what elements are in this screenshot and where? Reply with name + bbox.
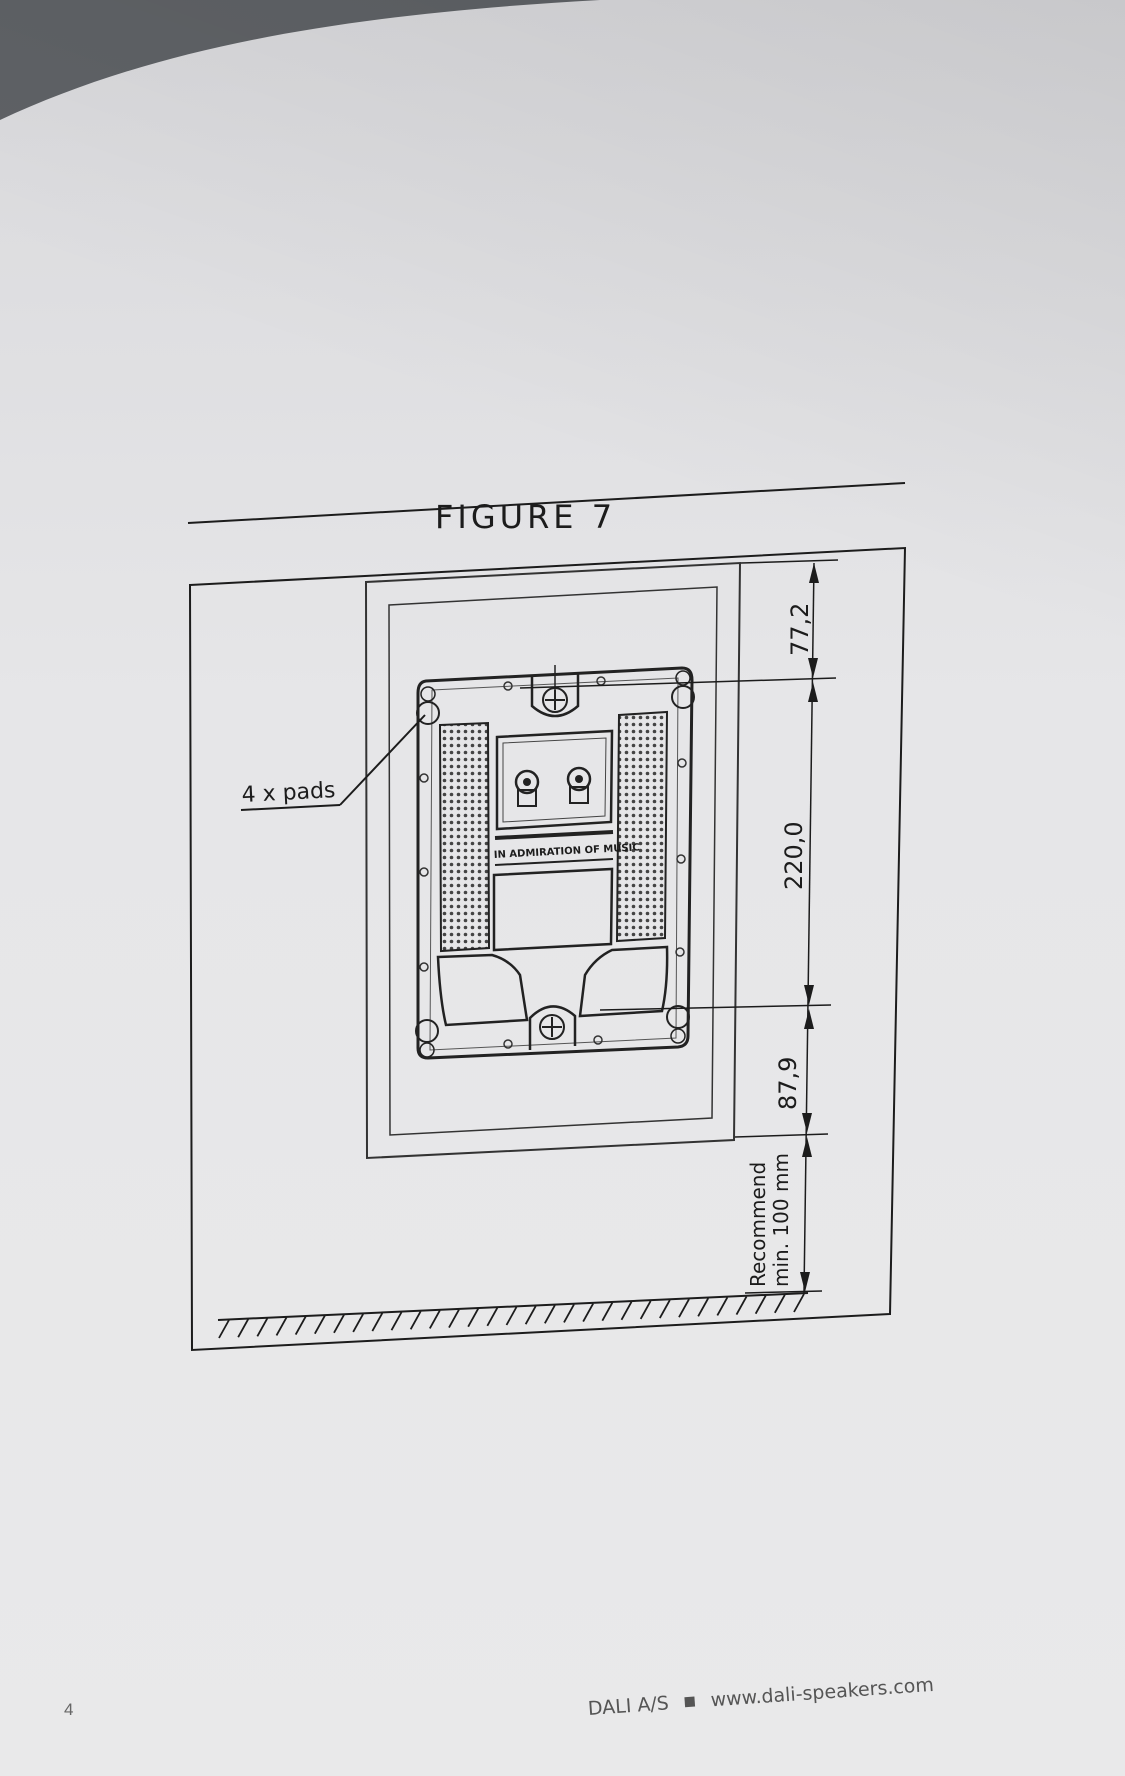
pad-top-left bbox=[416, 701, 440, 725]
terminal-panel bbox=[495, 729, 614, 831]
hatch-mark bbox=[467, 1308, 479, 1328]
hatch-mark bbox=[524, 1305, 537, 1325]
title-rule bbox=[187, 482, 906, 524]
hatch-mark bbox=[639, 1300, 652, 1320]
hatch-mark bbox=[582, 1303, 594, 1322]
hatch-mark bbox=[563, 1303, 575, 1323]
hatch-mark bbox=[390, 1311, 403, 1331]
callout-leader bbox=[339, 714, 426, 806]
terminal-positive-icon bbox=[566, 766, 592, 792]
label-line bbox=[494, 830, 614, 840]
right-vent-grille bbox=[615, 710, 669, 943]
hatch-mark bbox=[256, 1317, 269, 1337]
hatch-mark bbox=[218, 1319, 230, 1339]
callout-rule bbox=[240, 804, 341, 811]
speaker-back-plate bbox=[415, 665, 695, 1060]
pad-bottom-right bbox=[666, 1005, 690, 1029]
hatch-mark bbox=[793, 1293, 805, 1313]
hatch-mark bbox=[429, 1310, 441, 1329]
hatch-mark bbox=[486, 1307, 499, 1327]
pad-bottom-left bbox=[415, 1019, 439, 1043]
hatch-mark bbox=[505, 1306, 518, 1326]
terminal-negative-icon bbox=[514, 769, 540, 795]
bracket-inner bbox=[388, 586, 718, 1136]
hatch-mark bbox=[275, 1316, 288, 1336]
floor-hatching bbox=[217, 1292, 809, 1339]
hatch-mark bbox=[544, 1304, 556, 1324]
hatch-mark bbox=[448, 1309, 460, 1329]
serial-label-plate bbox=[492, 867, 614, 952]
hatch-mark bbox=[716, 1297, 729, 1316]
dimension-lines bbox=[519, 559, 839, 1294]
hatch-mark bbox=[678, 1298, 690, 1318]
hatch-mark bbox=[352, 1313, 364, 1333]
recommend-min-text: min. 100 mm bbox=[769, 1153, 793, 1287]
label-underline bbox=[494, 858, 614, 866]
page-number: 4 bbox=[64, 1700, 74, 1719]
hatch-mark bbox=[754, 1295, 767, 1315]
hatch-mark bbox=[237, 1318, 249, 1338]
callout-label: 4 x pads bbox=[241, 778, 336, 808]
bottom-right-foot bbox=[578, 945, 669, 1018]
dimension-middle: 220,0 bbox=[780, 821, 808, 890]
hatch-mark bbox=[314, 1315, 326, 1335]
recommend-text: Recommend bbox=[746, 1162, 770, 1287]
figure-title: FIGURE 7 bbox=[435, 498, 616, 536]
bottom-left-foot bbox=[436, 953, 529, 1027]
hatch-mark bbox=[620, 1301, 633, 1321]
outer-frame bbox=[188, 546, 907, 1352]
hatch-mark bbox=[333, 1314, 345, 1334]
hatch-mark bbox=[774, 1294, 786, 1314]
hatch-mark bbox=[659, 1299, 671, 1319]
hatch-mark bbox=[735, 1296, 748, 1316]
bracket-outer bbox=[364, 561, 742, 1160]
hatch-mark bbox=[697, 1297, 709, 1317]
hatch-mark bbox=[294, 1316, 307, 1335]
hatch-mark bbox=[409, 1310, 422, 1330]
separator-square-icon bbox=[684, 1696, 696, 1707]
hatch-mark bbox=[601, 1302, 614, 1322]
dimension-top: 77,2 bbox=[786, 603, 814, 656]
dimension-bottom: 87,9 bbox=[774, 1057, 802, 1110]
hatch-mark bbox=[371, 1312, 384, 1332]
left-vent-grille bbox=[438, 721, 491, 953]
